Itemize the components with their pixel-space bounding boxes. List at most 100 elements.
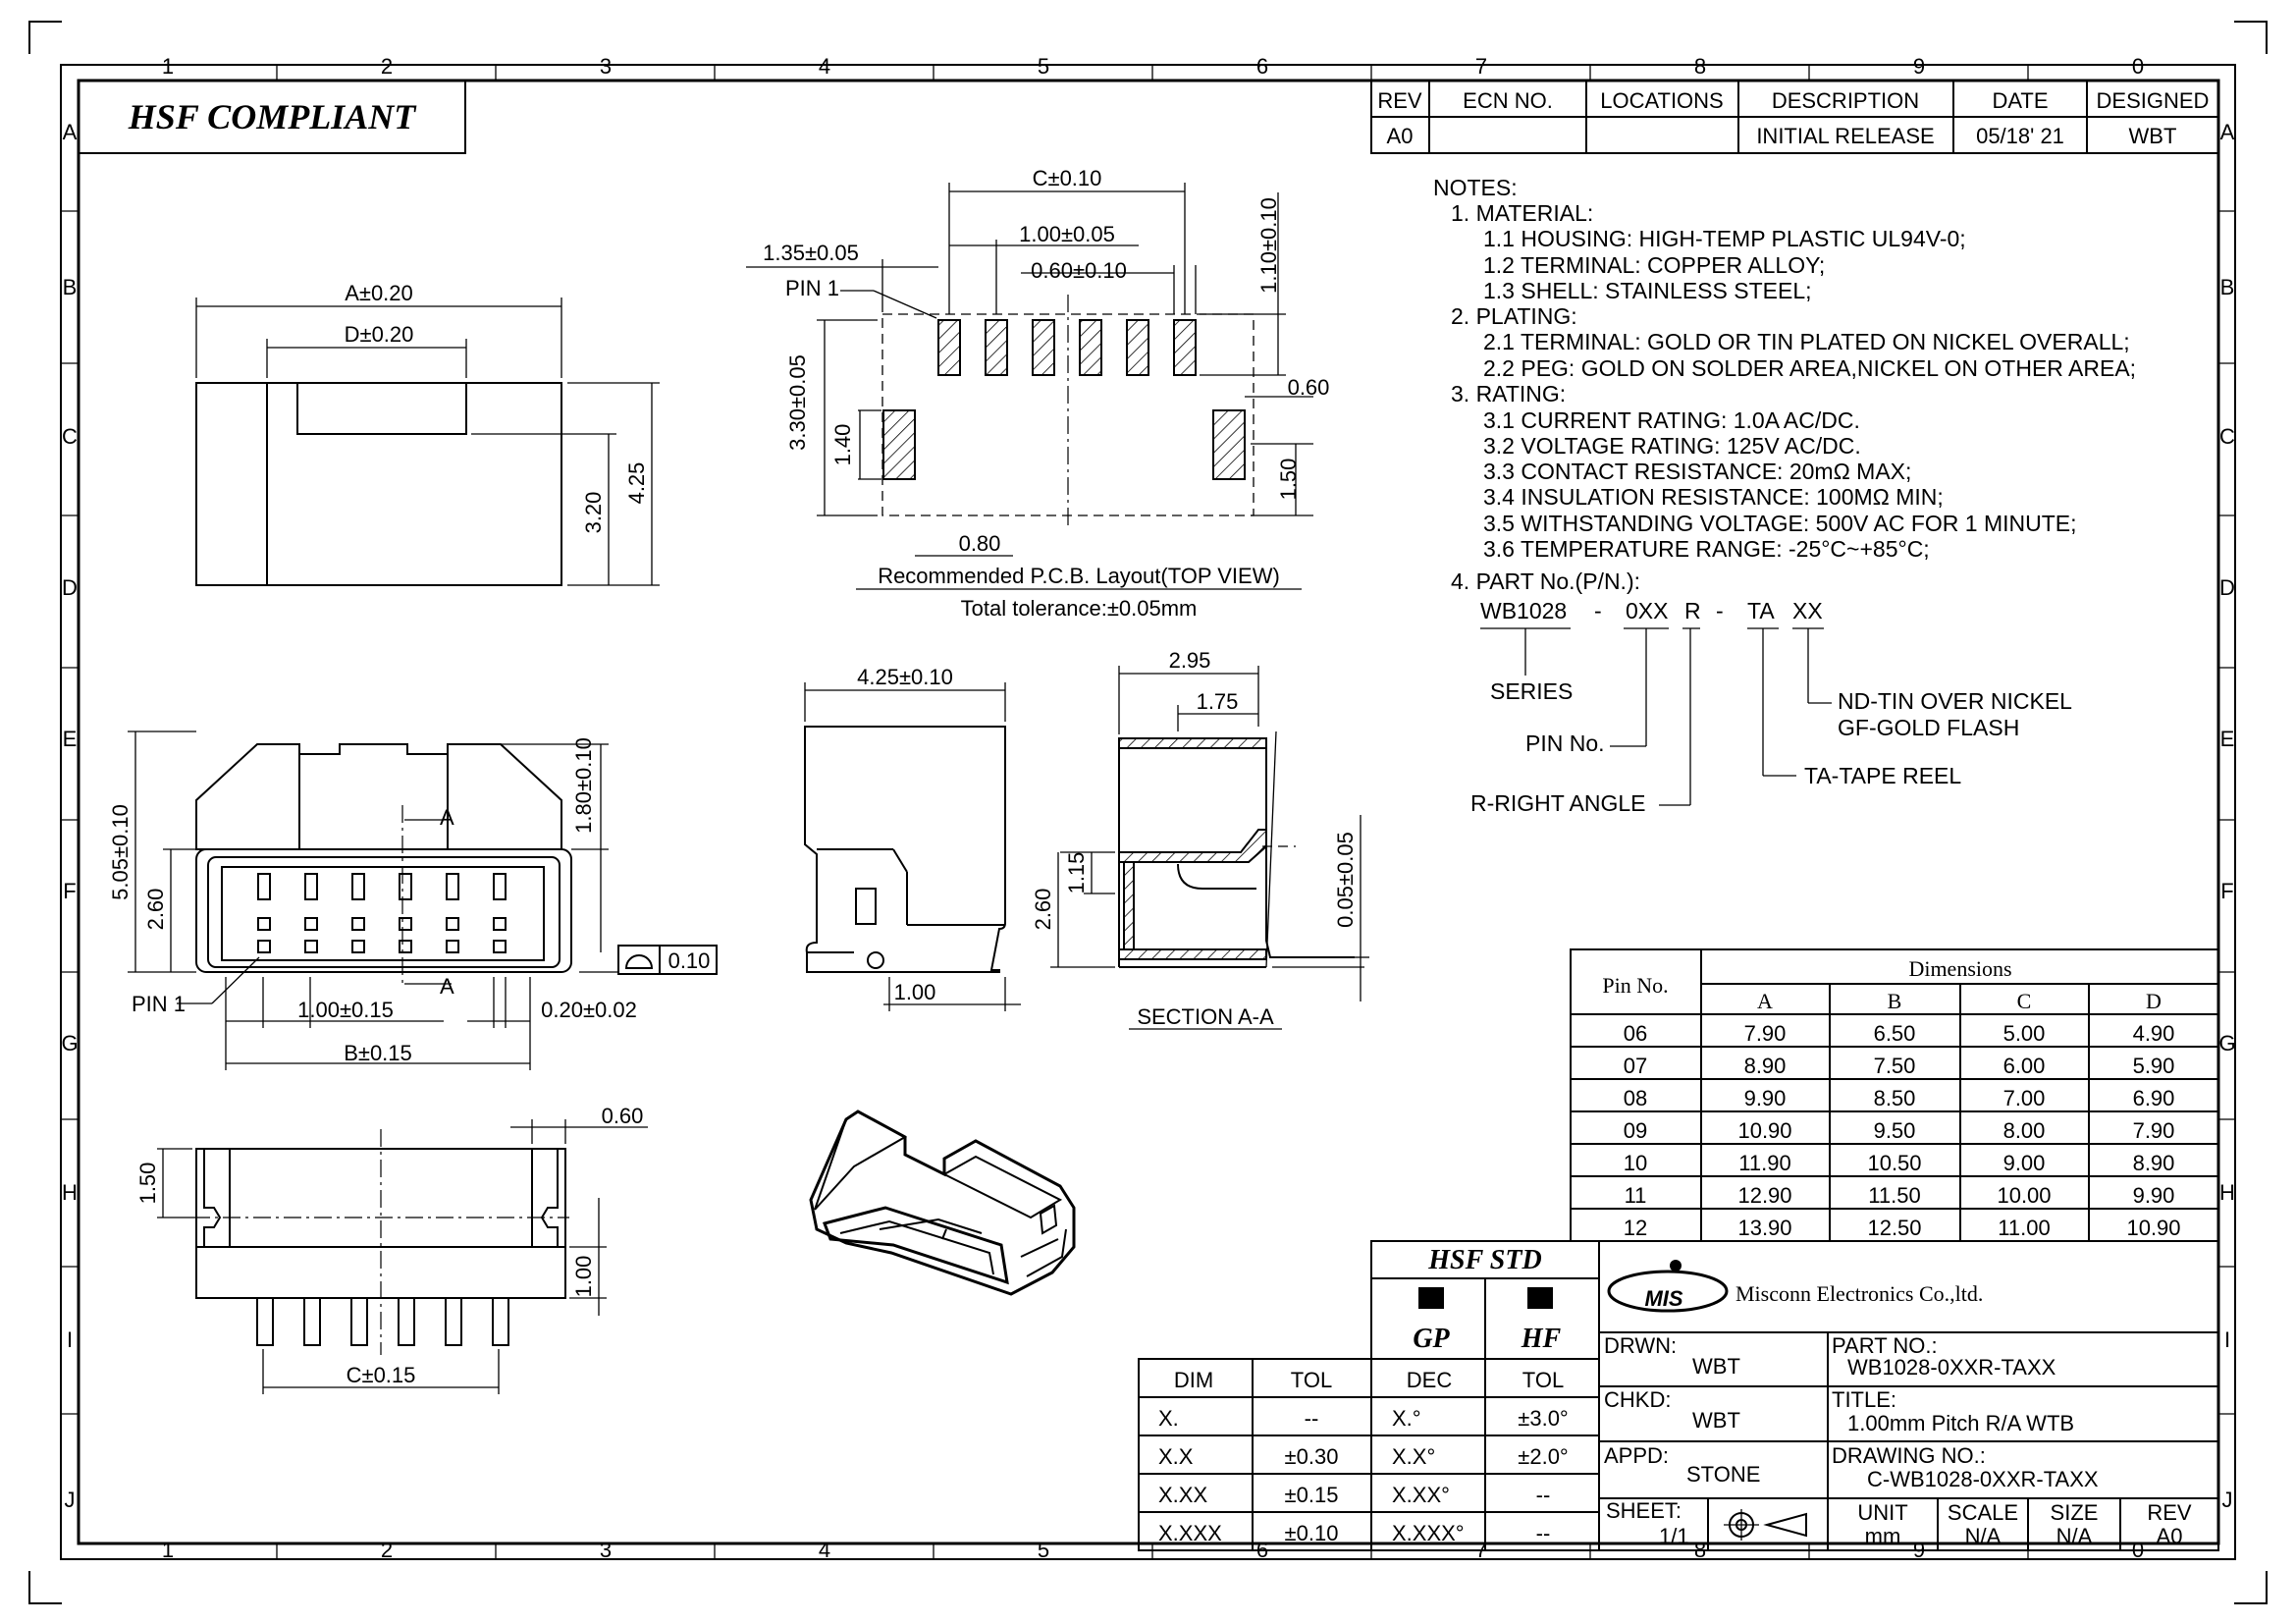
- tol-tol-header: TOL: [1522, 1368, 1564, 1392]
- note-line: 3.2 VOLTAGE RATING: 125V AC/DC.: [1483, 433, 1861, 459]
- tol-cell: X.°: [1392, 1406, 1421, 1431]
- zone-row-label: D: [2219, 575, 2235, 600]
- zone-row-label: E: [63, 727, 78, 751]
- chkd-label: CHKD:: [1604, 1387, 1671, 1412]
- dim-front-shell: 2.60: [143, 889, 168, 931]
- notes-title: NOTES:: [1433, 175, 1518, 200]
- gp-label: GP: [1413, 1324, 1450, 1354]
- tolerance-table: DIM TOL DEC TOL X. -- X.° ±3.0° X.X ±0.3…: [1138, 1358, 1600, 1551]
- table-cell: 7.90: [1744, 1021, 1787, 1046]
- dim-front-pitch: 1.00±0.15: [297, 998, 394, 1022]
- dim-sec-175: 1.75: [1197, 689, 1239, 714]
- dim-bot-c: C±0.15: [347, 1363, 416, 1387]
- table-cell: 7.00: [2003, 1086, 2046, 1110]
- dim-pcb-peg-edge: 0.80: [959, 531, 1001, 556]
- table-cell: 6.50: [1874, 1021, 1916, 1046]
- dim-pcb-pitch: 1.00±0.05: [1019, 222, 1115, 246]
- note-line: 1. MATERIAL:: [1451, 200, 1593, 226]
- zone-row-label: I: [67, 1327, 73, 1352]
- zone-row-label: G: [2218, 1031, 2235, 1056]
- dim-pcb-height: 3.30±0.05: [785, 354, 810, 451]
- tol-cell: X.XX°: [1392, 1483, 1450, 1507]
- zone-row-label: A: [2220, 120, 2235, 144]
- pin-no-header: Pin No.: [1602, 973, 1668, 998]
- pn-pack: TA: [1747, 598, 1775, 623]
- side-view: 4.25±0.10 1.00: [804, 665, 1021, 1011]
- table-cell: 10.50: [1867, 1151, 1921, 1175]
- table-cell: 4.90: [2133, 1021, 2175, 1046]
- tol-cell: ±0.15: [1285, 1483, 1339, 1507]
- dim-front-top: 1.80±0.10: [571, 737, 596, 834]
- dim-bot-150: 1.50: [135, 1163, 160, 1205]
- hsf-badge-text: HSF COMPLIANT: [128, 97, 417, 136]
- designed-cell: WBT: [2129, 124, 2177, 148]
- dim-sec-005: 0.05±0.05: [1333, 832, 1358, 928]
- flatness-value: 0.10: [668, 948, 711, 973]
- tol-cell: X.X°: [1392, 1444, 1435, 1469]
- zone-col-label: 9: [1913, 54, 1925, 79]
- zone-row-label: F: [2220, 879, 2233, 903]
- note-line: 1.1 HOUSING: HIGH-TEMP PLASTIC UL94V-0;: [1483, 226, 1966, 251]
- zone-row-label: C: [62, 424, 78, 449]
- note-line: 3.4 INSULATION RESISTANCE: 100MΩ MIN;: [1483, 484, 1944, 510]
- drawing-no-label: DRAWING NO.:: [1832, 1443, 1986, 1468]
- zone-row-label: E: [2220, 727, 2235, 751]
- company-logo: MIS: [1607, 1260, 1729, 1313]
- zone-col-label: 3: [600, 1538, 612, 1562]
- sheet-value: 1/1: [1659, 1524, 1689, 1548]
- zone-col-label: 3: [600, 54, 612, 79]
- table-cell: 11: [1625, 1183, 1647, 1208]
- zone-ticks: [61, 65, 2235, 1559]
- rev-value: A0: [2157, 1524, 2183, 1548]
- appd-label: APPD:: [1604, 1443, 1669, 1468]
- part-no-value: WB1028-0XXR-TAXX: [1847, 1355, 2056, 1380]
- table-cell: 7.90: [2133, 1118, 2175, 1143]
- table-cell: 10.90: [2126, 1216, 2180, 1240]
- dim-320: 3.20: [581, 492, 606, 534]
- hsf-std-block: HSF STD GP HF: [1370, 1240, 1600, 1360]
- dim-side-depth: 4.25±0.10: [857, 665, 953, 689]
- tol-cell: X.XX: [1158, 1483, 1207, 1507]
- table-cell: 9.90: [1744, 1086, 1787, 1110]
- rev-label: REV: [2147, 1500, 2192, 1525]
- section-a-a: 2.95 1.75 2.60 1.15 0.05±0.05 SECTION A-…: [1031, 648, 1369, 1030]
- note-line: 3.3 CONTACT RESISTANCE: 20mΩ MAX;: [1483, 459, 1911, 484]
- table-cell: 8.50: [1874, 1086, 1916, 1110]
- table-cell: 8.90: [1744, 1054, 1787, 1078]
- pn-dash: -: [1716, 598, 1724, 623]
- dim-pcb-c: C±0.10: [1033, 166, 1102, 190]
- pcb-pin1-label: PIN 1: [785, 276, 839, 300]
- col-c-header: C: [2017, 989, 2032, 1013]
- dim-pcb-peg-offset: 1.50: [1276, 459, 1301, 501]
- table-cell: 10.90: [1737, 1118, 1791, 1143]
- note-line: 2.1 TERMINAL: GOLD OR TIN PLATED ON NICK…: [1483, 329, 2130, 354]
- zone-row-label: I: [2224, 1327, 2230, 1352]
- table-cell: 6.00: [2003, 1054, 2046, 1078]
- table-cell: 09: [1624, 1118, 1647, 1143]
- zone-col-label: 1: [162, 1538, 174, 1562]
- tol-cell: --: [1536, 1483, 1551, 1507]
- table-cell: 9.00: [2003, 1151, 2046, 1175]
- scale-label: SCALE: [1948, 1500, 2018, 1525]
- table-cell: 12: [1624, 1216, 1647, 1240]
- hf-indicator: [1527, 1287, 1553, 1309]
- projection-symbol-icon: [1724, 1509, 1807, 1541]
- dimensions-header: Dimensions: [1908, 956, 2011, 981]
- note-line: 3.1 CURRENT RATING: 1.0A AC/DC.: [1483, 407, 1860, 433]
- pn-plating-label: ND-TIN OVER NICKEL: [1838, 688, 2072, 714]
- flatness-callout: 0.10: [617, 945, 718, 975]
- zone-col-label: 0: [2132, 54, 2144, 79]
- revision-table: REV ECN NO. LOCATIONS DESCRIPTION DATE D…: [1370, 80, 2219, 154]
- tol-cell: ±3.0°: [1518, 1406, 1568, 1431]
- dim-bot-100: 1.00: [571, 1256, 596, 1298]
- table-cell: 10: [1624, 1151, 1647, 1175]
- date-cell: 05/18' 21: [1976, 124, 2064, 148]
- note-line: 4. PART No.(P/N.):: [1451, 568, 1640, 594]
- dimension-table: Pin No. Dimensions A B C D 06 7.90 6.50 …: [1570, 948, 2219, 1242]
- drwn-label: DRWN:: [1604, 1333, 1677, 1358]
- title-value: 1.00mm Pitch R/A WTB: [1847, 1411, 2074, 1435]
- notes: NOTES: 1. MATERIAL: 1.1 HOUSING: HIGH-TE…: [1433, 175, 2136, 594]
- dim-bot-060: 0.60: [602, 1104, 644, 1128]
- col-a-header: A: [1757, 989, 1773, 1013]
- note-line: 1.3 SHELL: STAINLESS STEEL;: [1483, 278, 1812, 303]
